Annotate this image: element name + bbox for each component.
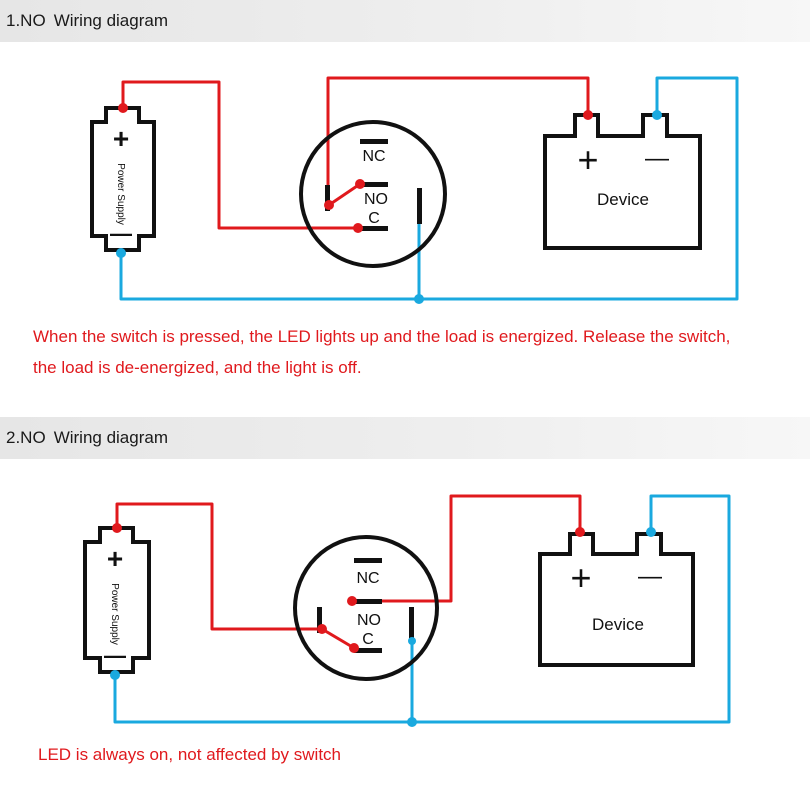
power-supply: + Power Supply — [90,106,156,252]
power-supply-plus: + [107,543,123,574]
dot-power-negative [116,248,126,258]
wire-power-to-left-terminal [115,502,322,631]
device: + — Device [538,532,695,667]
section-1-caption-line-1: When the switch is pressed, the LED ligh… [33,327,731,346]
wire-switch-to-device-positive [326,76,590,205]
device-plus: + [570,557,591,598]
dot-power-positive [118,103,128,113]
no-label: NO [357,612,381,629]
c-label: C [362,631,374,648]
wiring-diagram-2: + Power Supply — NC NO C + — Device [83,494,731,727]
switch-lever [321,627,355,650]
section-1-number: 1.NO [6,11,46,30]
wiring-diagram-1: + Power Supply — NC NO C + — Device [90,76,739,304]
dot-no [355,179,365,189]
wire-no-to-device-positive [352,494,582,603]
c-terminal [354,648,382,653]
power-supply-body [83,526,151,674]
dot-power-positive [112,523,122,533]
device-label: Device [592,615,644,634]
led-terminal [417,188,422,224]
switch-body [293,535,439,681]
wire-power-to-common [121,80,358,230]
push-switch: NC NO C [299,120,447,268]
section-1-title: 1.NO Wiring diagram [6,0,168,42]
dot-device-negative [646,527,656,537]
dot-lever [324,200,334,210]
dot-common [353,223,363,233]
dot-common [349,643,359,653]
power-supply: + Power Supply — [83,526,151,674]
no-terminal [354,599,382,604]
wire-negative-loop [119,76,739,301]
switch-body [299,120,447,268]
nc-label: NC [362,148,385,165]
left-terminal [325,185,330,211]
switch-lever [328,182,361,207]
section-2-caption-line-1: LED is always on, not affected by switch [38,745,342,764]
power-supply-minus: — [104,643,126,668]
led-terminal [409,607,414,641]
nc-terminal [360,139,388,144]
left-terminal [317,607,322,633]
junction-dots [110,523,656,727]
device-label: Device [597,190,649,209]
dot-left-terminal [317,624,327,634]
power-supply-label: Power Supply [109,583,120,645]
section-2-title: 2.NO Wiring diagram [6,417,168,459]
push-switch: NC NO C [293,535,439,681]
nc-label: NC [356,570,379,587]
no-terminal [360,182,388,187]
section-1-caption-line-2: the load is de-energized, and the light … [33,358,362,377]
dot-device-positive [575,527,585,537]
section-2-number: 2.NO [6,428,46,447]
dot-device-positive [583,110,593,120]
section-1-title-text: Wiring diagram [53,11,168,30]
dot-no [347,596,357,606]
section-2-title-text: Wiring diagram [53,428,168,447]
dot-led-junction [414,294,424,304]
power-supply-plus: + [113,123,129,154]
power-supply-body [90,106,156,252]
device-minus: — [645,145,669,172]
no-label: NO [364,191,388,208]
power-supply-label: Power Supply [115,163,126,225]
dot-led-junction [407,717,417,727]
junction-dots [116,103,662,304]
device: + — Device [543,113,702,250]
section-2-header: 2.NO Wiring diagram [0,417,810,459]
power-supply-minus: — [110,221,132,246]
dot-power-negative [110,670,120,680]
device-body [538,532,695,667]
c-label: C [368,210,380,227]
c-terminal [360,226,388,231]
dot-device-negative [652,110,662,120]
section-1-header: 1.NO Wiring diagram [0,0,810,42]
nc-terminal [354,558,382,563]
device-minus: — [638,563,662,590]
device-body [543,113,702,250]
device-plus: + [577,139,598,180]
wire-negative-loop [113,494,731,724]
dot-led-terminal [408,637,416,645]
